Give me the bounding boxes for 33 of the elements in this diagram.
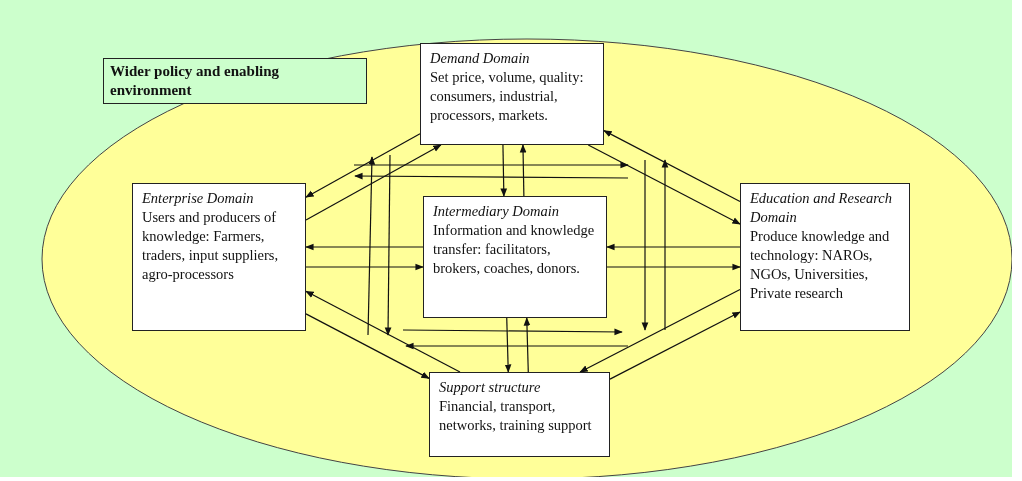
arrow (305, 144, 442, 221)
arrow (587, 144, 741, 225)
arrow (305, 290, 461, 373)
domain-box (740, 183, 910, 331)
arrow (603, 130, 741, 203)
arrow (523, 317, 531, 373)
arrow (305, 313, 430, 379)
domain-box (420, 43, 604, 145)
arrow (606, 263, 741, 271)
arrow (500, 144, 508, 197)
arrow (305, 133, 421, 198)
domain-description: Financial, transport, networks, training support (439, 397, 593, 435)
domain-box (132, 183, 306, 331)
domain-description: Information and knowledge transfer: facilitators, brokers, coaches, donors. (433, 221, 596, 278)
domain-heading: Intermediary Domain (433, 202, 561, 221)
domain-description: Set price, volume, quality: consumers, industrial, processors, markets. (430, 68, 585, 125)
domain-heading: Education and Research Domain (750, 189, 893, 227)
domain-box (423, 196, 607, 318)
domain-heading: Support structure (439, 378, 542, 397)
title-text: Wider policy and enabling environment (110, 62, 281, 100)
title-box (103, 58, 367, 104)
arrow (579, 288, 741, 373)
arrow (305, 263, 424, 271)
arrow (305, 243, 424, 251)
domain-description: Users and producers of knowledge: Farmers, traders, input suppliers, agro-processors (142, 208, 280, 284)
domain-description: Produce knowledge and technology: NAROs, NGOs, Universities, Private research (750, 227, 891, 303)
arrow (504, 317, 512, 373)
arrow (606, 243, 741, 251)
domain-heading: Demand Domain (430, 49, 531, 68)
arrow (609, 311, 741, 380)
domain-box (429, 372, 610, 457)
domain-heading: Enterprise Domain (142, 189, 255, 208)
arrow (519, 144, 527, 197)
